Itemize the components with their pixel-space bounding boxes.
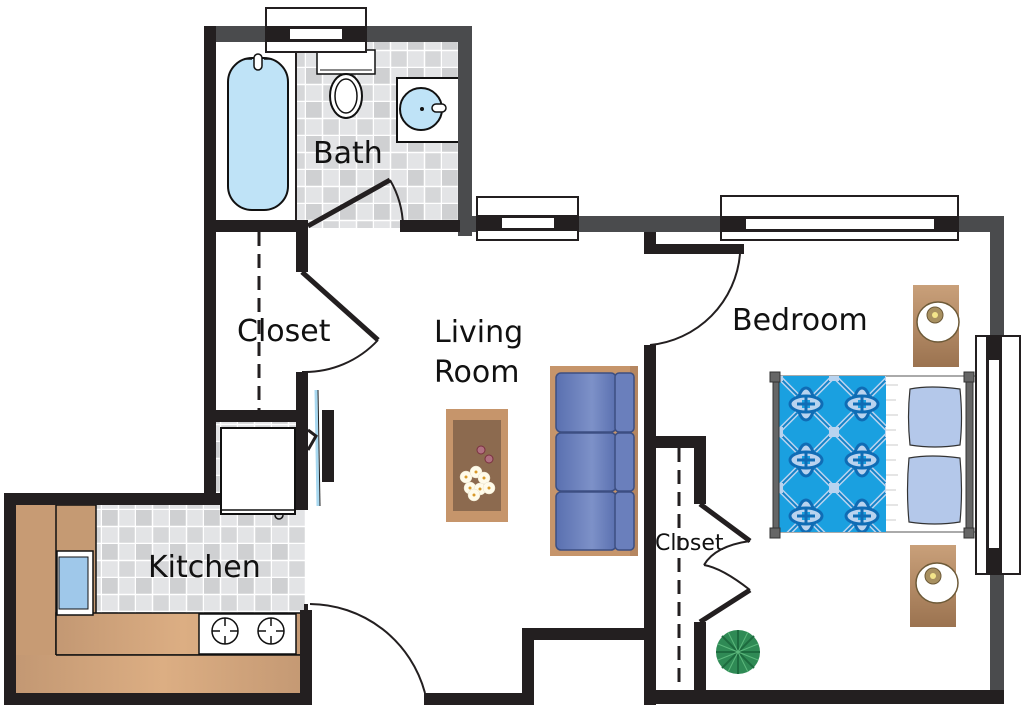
cup-icon — [476, 445, 494, 464]
nightstand-icon — [910, 545, 959, 627]
flowers-icon — [459, 465, 496, 502]
bedroom-window-top — [720, 195, 959, 241]
coffee-table-icon — [446, 409, 508, 522]
lamp-icon — [916, 301, 960, 343]
living-room: Living Room — [434, 315, 638, 556]
kitchen-counters: Kitchen — [16, 504, 311, 693]
sofa-icon — [550, 366, 638, 556]
bedroom-closet-label: Closet — [655, 531, 724, 556]
bedroom-label: Bedroom — [732, 303, 868, 338]
entry-door[interactable] — [304, 603, 426, 694]
burner-icon — [211, 617, 239, 645]
bed-icon — [769, 371, 977, 539]
bath-room: Bath — [216, 42, 460, 222]
kitchen-label: Kitchen — [148, 550, 261, 585]
living-window — [476, 196, 579, 241]
bath-door[interactable] — [306, 177, 404, 229]
pillow-icon — [907, 386, 963, 448]
bath-label: Bath — [313, 136, 383, 171]
bathtub-icon — [227, 53, 289, 211]
bedroom-door[interactable] — [649, 253, 741, 346]
hall-closet-door[interactable] — [300, 270, 380, 374]
toilet-icon — [316, 49, 376, 119]
living-room-label-line1: Living — [434, 315, 523, 350]
tv-icon — [306, 389, 334, 507]
bedroom-window-side — [975, 335, 1021, 575]
interior-walls — [4, 26, 1004, 705]
bedroom-closet-door[interactable] — [698, 501, 752, 625]
stove-icon — [198, 613, 297, 655]
bathroom-sink-icon — [396, 77, 460, 143]
lamp-icon — [915, 562, 959, 604]
hall-closet-label: Closet — [237, 314, 331, 349]
bedroom: Bedroom — [655, 285, 977, 674]
bath-window — [265, 7, 367, 53]
refrigerator-icon — [220, 427, 296, 520]
kitchen-sink-icon — [56, 550, 94, 616]
living-room-label-line2: Room — [434, 355, 519, 390]
burner-icon — [257, 617, 285, 645]
nightstand-icon — [913, 285, 960, 367]
pillow-icon — [906, 455, 963, 525]
plant-icon — [716, 630, 760, 674]
